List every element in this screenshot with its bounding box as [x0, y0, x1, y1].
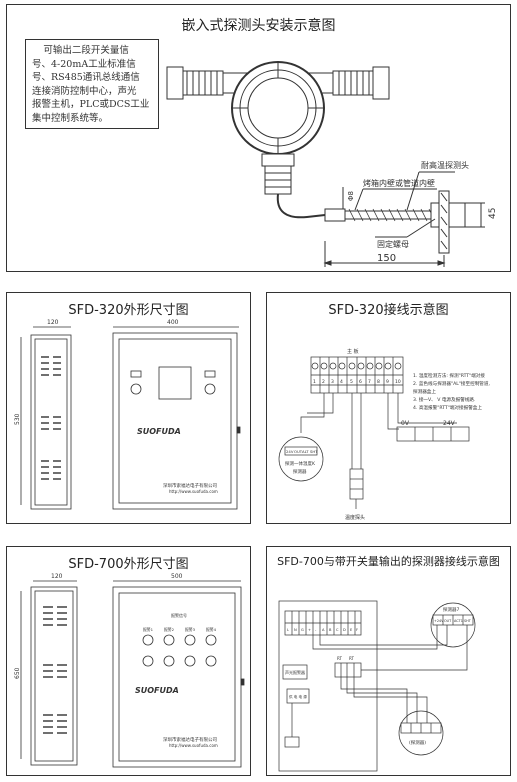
terminal-number: 8	[377, 379, 380, 385]
note-line: 集中控制系统等。	[32, 112, 109, 124]
sensor-label: 温度探头	[345, 514, 365, 521]
nut-label: 固定螺母	[377, 239, 409, 249]
thread-dimension: Φ8	[347, 191, 355, 201]
power-0v-label: 0V	[401, 420, 410, 427]
sfd320-dimension-title: SFD-320外形尺寸图	[68, 303, 189, 318]
mainboard-label: 主 板	[347, 348, 359, 355]
sfd700-wiring-title: SFD-700与带开关量输出的探测器接线示意图	[277, 555, 500, 568]
wall-label: 烤箱内壁或管道内壁	[363, 178, 435, 188]
detector-top-label: 探测器7	[443, 606, 459, 613]
terminal-id: C	[336, 628, 339, 632]
note-line: 可输出二段开关量信	[43, 45, 129, 56]
height-label: 650	[14, 667, 21, 679]
power-24v-label: 24V	[443, 420, 456, 427]
probe-name: 探测一体温度K	[285, 460, 316, 467]
company-name: 深圳市索福达电子有限公司	[163, 482, 217, 489]
terminal-number: 10	[395, 379, 401, 385]
probe-terminal: OUT	[294, 449, 303, 454]
wiring-notes: 1. 温度检测方法: 探测"RTT"端对接 2. 蓝色线与探测器"AL"接至控制…	[413, 372, 490, 411]
install-diagram-title: 嵌入式探测头安装示意图	[181, 18, 336, 34]
terminal-id: G	[301, 628, 304, 632]
relay-header: RT	[349, 656, 354, 661]
output-description-box: 可输出二段开关量信 号、4-20mA工业标准信 号、RS485通讯总线通信 连接…	[25, 39, 159, 129]
wiring-note: 3. 接一V、 V 电源及报警线路.	[413, 396, 475, 403]
terminal-number: 4	[340, 379, 343, 385]
lamp-label: 报警1	[143, 627, 154, 632]
note-line: 号、RS485通讯总线通信	[32, 72, 140, 83]
terminal-number: 1	[313, 379, 316, 385]
terminal-number: 3	[331, 379, 334, 385]
detector-terminal: +24V	[434, 619, 444, 623]
probe-terminal: ALT	[302, 449, 309, 454]
lamp-label: 报警3	[185, 627, 196, 632]
alarm-panel-header: 报警信号	[171, 612, 187, 618]
install-diagram-panel: 嵌入式探测头安装示意图 可输出二段开关量信 号、4-20mA工业标准信 号、RS…	[6, 4, 511, 272]
alarm-box-label: 声光报警器	[285, 669, 305, 675]
side-width-label: 120	[51, 573, 63, 580]
sfd700-cabinet-drawing: 120 500 650 报警信号 报警1 报警2 报警3 报警4 SUOFUDA…	[14, 573, 245, 768]
detector-terminal: OUT	[444, 619, 452, 623]
company-name: 深圳市索福达电子有限公司	[163, 736, 217, 743]
probe-installation-drawing: 耐高温探测头 烤箱内壁或管道内壁 固定螺母 150 45 Φ8	[166, 61, 498, 267]
terminal-number: 9	[386, 379, 389, 385]
detector-terminal: ACT1	[454, 619, 463, 623]
terminal-id: -	[315, 628, 317, 632]
side-width-label: 120	[47, 319, 59, 326]
sfd700-wiring-drawing: L N G + - A B C D E F RT RT 声光报警器 供 电 电 …	[278, 600, 476, 772]
terminal-id: B	[329, 628, 332, 632]
lamp-label: 报警2	[164, 627, 175, 632]
height-label: 530	[14, 413, 21, 425]
terminal-id: A	[322, 628, 325, 632]
sfd320-cabinet-drawing: 120 400 530 SUOFUDA 深圳市索福达电子有限公司 http://…	[14, 319, 241, 510]
sfd320-wiring-drawing: 主 板 1 2 3 4 5 6 7 8 9 10 1. 温度检测方法: 探测"R…	[278, 348, 490, 521]
probe-terminal: SHT	[310, 449, 318, 454]
wiring-note: 1. 温度检测方法: 探测"RTT"端对接	[413, 372, 485, 379]
terminal-number: 5	[350, 379, 353, 385]
power-box-label: 供 电 电 源	[289, 694, 307, 699]
sfd320-wiring-panel: SFD-320接线示意图	[266, 292, 511, 524]
width-dimension: 150	[377, 253, 396, 264]
terminal-number: 6	[359, 379, 362, 385]
front-width-label: 500	[171, 573, 183, 580]
company-website: http://www.suofuda.com	[169, 743, 218, 748]
sfd320-dimension-panel: SFD-320外形尺寸图	[6, 292, 251, 524]
sfd700-dimension-panel: SFD-700外形尺寸图 120	[6, 546, 251, 776]
brand-logo-text: SUOFUDA	[137, 427, 181, 436]
wiring-note: 探测器盒上	[413, 388, 436, 395]
sfd700-dimension-title: SFD-700外形尺寸图	[68, 557, 189, 572]
terminal-number: 7	[368, 379, 371, 385]
terminal-id: E	[350, 628, 353, 632]
note-line: 报警主机，PLC或DCS工业	[32, 99, 150, 110]
note-line: 连接消防控制中心，声光	[32, 85, 137, 97]
terminal-id: +	[308, 628, 311, 632]
wiring-note: 2. 蓝色线与探测器"AL"接至控制管道,	[413, 380, 490, 387]
note-line: 号、4-20mA工业标准信	[32, 58, 136, 70]
height-dimension: 45	[488, 208, 498, 219]
terminal-id: L	[287, 628, 289, 632]
sfd320-wiring-title: SFD-320接线示意图	[328, 303, 449, 318]
terminal-numbers: 1 2 3 4 5 6 7 8 9 10	[313, 379, 401, 385]
front-width-label: 400	[167, 319, 179, 326]
lamp-label: 报警4	[206, 627, 217, 632]
detector-terminal: SHT	[464, 619, 472, 623]
detector-bottom-label: (探测器)	[409, 739, 426, 746]
wiring-note: 4. 高温报警"RTT"端对接报警盒上	[413, 404, 482, 411]
sfd700-wiring-panel: SFD-700与带开关量输出的探测器接线示意图	[266, 546, 511, 776]
probe-terminal: 24V	[286, 449, 294, 454]
probe-sub: 探测器	[293, 468, 307, 475]
company-website: http://www.suofuda.com	[169, 489, 218, 494]
terminal-id: F	[356, 628, 358, 632]
brand-logo-text: SUOFUDA	[135, 686, 179, 695]
terminal-id: N	[294, 628, 297, 632]
relay-header: RT	[337, 656, 342, 661]
probe-label: 耐高温探测头	[421, 160, 469, 170]
terminal-number: 2	[322, 379, 325, 385]
terminal-id: D	[343, 628, 346, 632]
